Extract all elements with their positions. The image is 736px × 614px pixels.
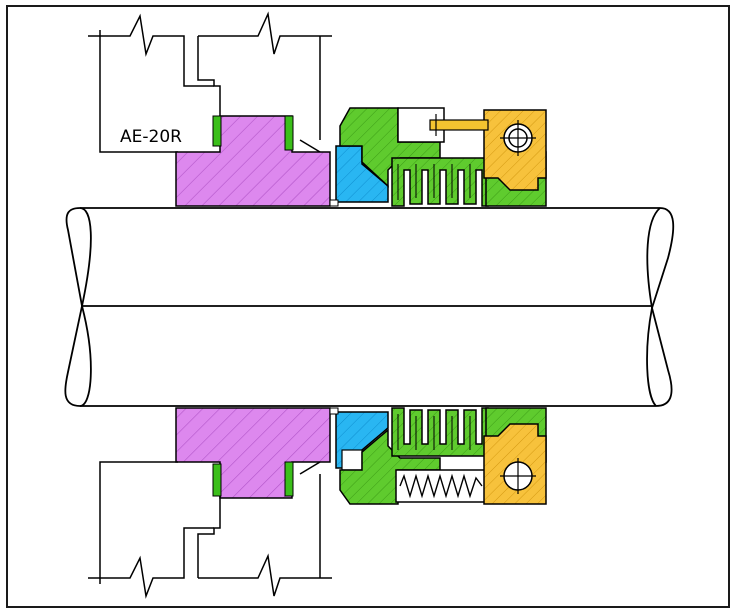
bellows-housing-bottom [339,428,441,505]
model-label: AE-20R [120,127,182,147]
o-ring-seat-bottom-left [212,463,222,497]
shaft [64,207,675,407]
gland-break-left-top [88,13,214,87]
compression-spring [399,473,483,499]
stuffing-box-top [197,36,221,118]
gland-outline-top [99,30,178,153]
gland-outline-bottom [99,461,178,584]
gland-break-right-bottom [198,553,332,597]
lower-section [88,461,332,599]
upper-section [88,11,332,153]
spring-pocket [395,469,487,503]
o-ring-seat-top-right [284,115,294,151]
o-ring-seat-bottom-right [284,461,294,497]
o-ring-seat-top-left [212,115,222,147]
shaft-body [64,207,675,407]
drive-pin-top [429,119,489,131]
gland-break-left-bottom [88,527,214,599]
gland-break-right-top [198,11,332,55]
